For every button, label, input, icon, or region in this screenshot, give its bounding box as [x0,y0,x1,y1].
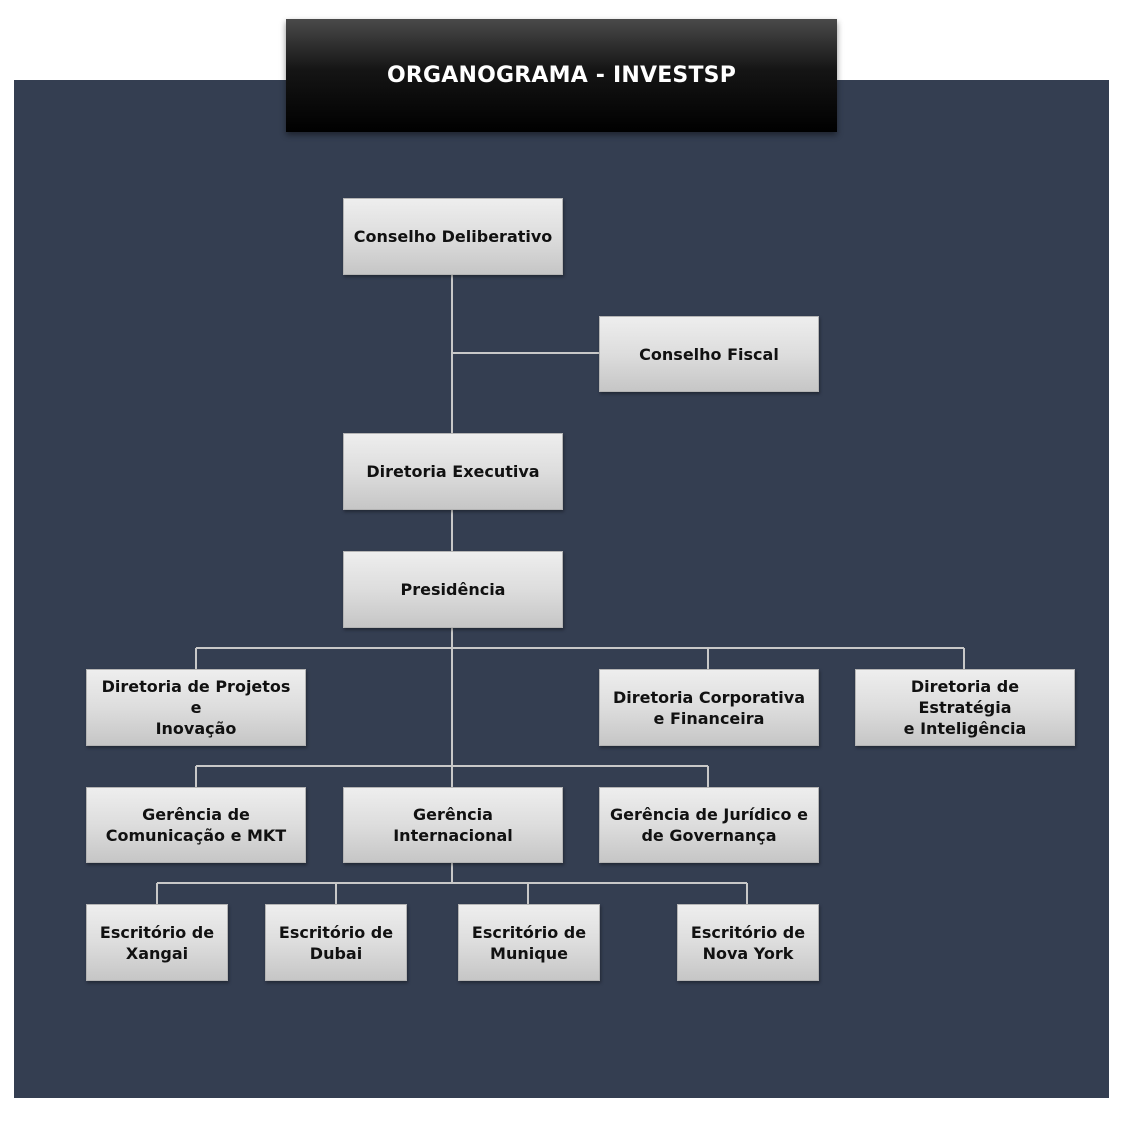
node-presidencia: Presidência [343,551,563,628]
node-label: Diretoria de Projetos e Inovação [101,677,291,738]
node-label: Escritório de Munique [471,922,587,963]
title-banner: ORGANOGRAMA - INVESTSP [286,19,837,132]
node-conselho-fiscal: Conselho Fiscal [599,316,819,392]
page-title: ORGANOGRAMA - INVESTSP [386,63,737,88]
node-gerencia-internacional: Gerência Internacional [343,787,563,863]
node-label: Diretoria Corporativa e Financeira [612,687,805,728]
node-label: Escritório de Dubai [278,922,394,963]
node-escritorio-dubai: Escritório de Dubai [265,904,407,981]
node-label: Escritório de Xangai [99,922,215,963]
node-escritorio-munique: Escritório de Munique [458,904,600,981]
node-gerencia-comunicacao-mkt: Gerência de Comunicação e MKT [86,787,306,863]
node-gerencia-juridico-governanca: Gerência de Jurídico e de Governança [599,787,819,863]
node-diretoria-corporativa-financeira: Diretoria Corporativa e Financeira [599,669,819,746]
node-escritorio-xangai: Escritório de Xangai [86,904,228,981]
node-label: Diretoria Executiva [366,462,540,481]
node-escritorio-nova-york: Escritório de Nova York [677,904,819,981]
node-label: Conselho Fiscal [639,344,779,364]
node-label: Gerência de Jurídico e de Governança [610,805,808,845]
node-label: Diretoria de Estratégia e Inteligência [903,677,1027,738]
node-label: Escritório de Nova York [690,922,806,963]
node-label: Gerência de Comunicação e MKT [105,805,287,845]
node-diretoria-estrategia-inteligencia: Diretoria de Estratégia e Inteligência [855,669,1075,746]
node-label: Presidência [400,580,506,599]
node-conselho-deliberativo: Conselho Deliberativo [343,198,563,275]
node-diretoria-executiva: Diretoria Executiva [343,433,563,510]
node-diretoria-projetos-inovacao: Diretoria de Projetos e Inovação [86,669,306,746]
node-label: Conselho Deliberativo [353,227,553,246]
node-label: Gerência Internacional [393,805,513,845]
